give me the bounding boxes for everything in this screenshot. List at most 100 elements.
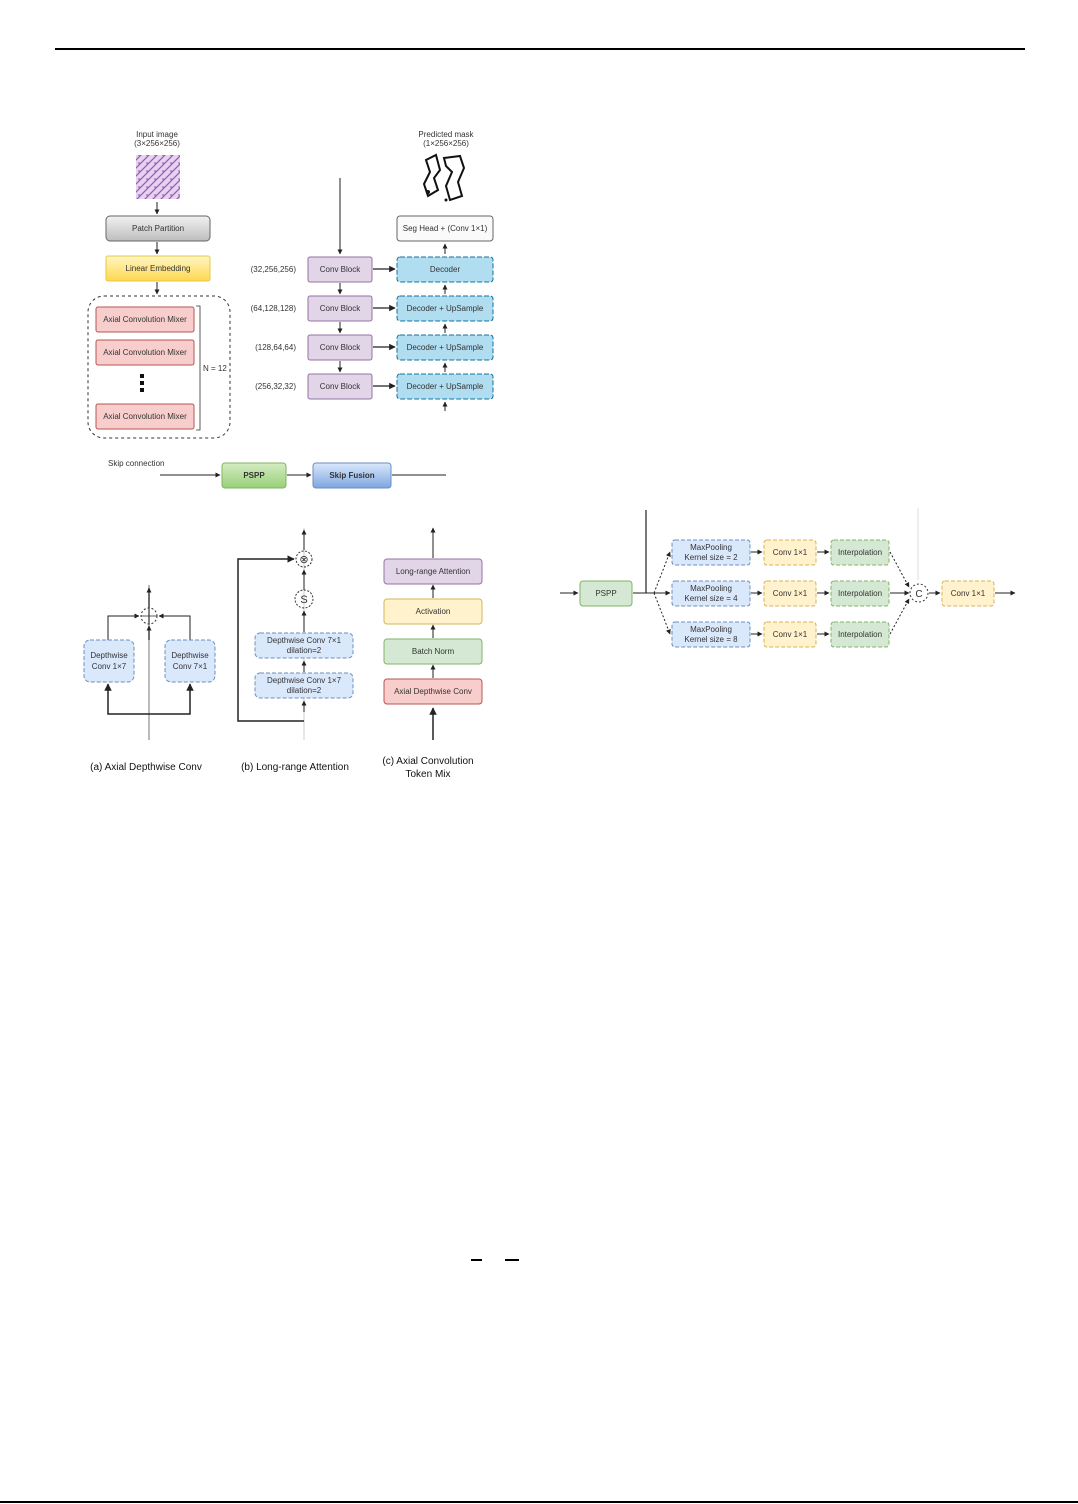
sigmoid-node-icon xyxy=(294,589,314,609)
axial-mixer-block-3 xyxy=(95,403,195,430)
branch-conv-label: Conv 1×1 xyxy=(773,548,808,557)
subfig-c-caption-line2: Token Mix xyxy=(405,769,450,780)
mixer-repeat-group xyxy=(87,295,231,439)
output-label-line2: (1×256×256) xyxy=(423,139,469,148)
depthwise-conv-7x1-line2: Conv 7×1 xyxy=(173,662,208,671)
axial-depthwise-conv-block xyxy=(383,678,483,705)
maxpool-label: MaxPooling xyxy=(690,584,732,593)
encoder-conv-label: Conv Block xyxy=(320,382,361,391)
architecture-figure: Input image (3×256×256) Patch Partition … xyxy=(83,130,1016,780)
equation-fraction-bar-1 xyxy=(471,1259,482,1261)
linear-embedding-block xyxy=(105,255,211,282)
encoder-conv-block xyxy=(307,256,373,283)
kernel-size-label: Kernel size = 8 xyxy=(684,635,738,644)
multiply-node-icon xyxy=(295,550,313,568)
encoder-shape-label: (256,32,32) xyxy=(255,382,296,391)
long-range-attention-block xyxy=(383,558,483,585)
encoder-conv-block xyxy=(307,373,373,400)
dilated-conv-7x1-line2: dilation=2 xyxy=(287,646,322,655)
patch-partition-block xyxy=(105,215,211,242)
kernel-size-label: Kernel size = 2 xyxy=(684,553,738,562)
maxpool-branch-block xyxy=(671,539,751,566)
skip-connection-label: Skip connection xyxy=(108,459,164,468)
skip-fusion-block xyxy=(312,462,392,489)
skip-fusion-label: Skip Fusion xyxy=(329,471,374,480)
subfig-c-caption-line1: (c) Axial Convolution xyxy=(382,756,473,767)
branch-conv-block xyxy=(763,580,817,607)
encoder-shape-label: (128,64,64) xyxy=(255,343,296,352)
maxpool-branch-block xyxy=(671,580,751,607)
kernel-size-label: Kernel size = 4 xyxy=(684,594,738,603)
encoder-shape-label: (32,256,256) xyxy=(251,265,297,274)
input-label-line2: (3×256×256) xyxy=(134,139,180,148)
decoder-label: Decoder + UpSample xyxy=(407,343,484,352)
maxpool-label: MaxPooling xyxy=(690,625,732,634)
interpolation-label: Interpolation xyxy=(838,548,882,557)
axial-depthwise-conv-block-label: Axial Depthwise Conv xyxy=(394,687,472,696)
decoder-label: Decoder + UpSample xyxy=(407,382,484,391)
interpolation-label: Interpolation xyxy=(838,589,882,598)
depthwise-conv-7x1-block xyxy=(164,639,216,683)
ellipsis-dots xyxy=(140,374,144,392)
encoder-conv-block xyxy=(307,334,373,361)
pspp-output-conv-block xyxy=(941,580,995,607)
decoder-block xyxy=(396,334,494,361)
axial-mixer-block-1 xyxy=(95,306,195,333)
subfig-long-range-attention: ⊗ S Depthwise Conv 7×1 dilation=2 Depthw… xyxy=(237,528,354,773)
pspp-input-label: PSPP xyxy=(595,589,616,598)
sigmoid-symbol: S xyxy=(300,594,307,606)
decoder-label: Decoder xyxy=(430,265,461,274)
encoder-column: (32,256,256) Conv Block (64,128,128) Conv B… xyxy=(251,256,396,400)
input-label-line1: Input image xyxy=(136,130,178,139)
activation-block xyxy=(383,598,483,625)
depthwise-conv-1x7-line1: Depthwise xyxy=(90,651,128,660)
multiply-symbol: ⊗ xyxy=(299,554,308,566)
dilated-conv-1x7-block xyxy=(254,672,354,699)
decoder-block xyxy=(396,256,494,283)
encoder-conv-label: Conv Block xyxy=(320,265,361,274)
axial-mixer-label-3: Axial Convolution Mixer xyxy=(103,412,187,421)
pspp-input-block xyxy=(579,580,633,607)
dilated-conv-7x1-line1: Depthwise Conv 7×1 xyxy=(267,636,342,645)
concat-symbol: C xyxy=(915,589,922,600)
repeat-label: N = 12 xyxy=(203,364,227,373)
seg-head-block xyxy=(396,215,494,242)
branch-conv-block xyxy=(763,539,817,566)
seg-head-label: Seg Head + (Conv 1×1) xyxy=(403,224,488,233)
axial-mixer-label-2: Axial Convolution Mixer xyxy=(103,348,187,357)
patch-partition-label: Patch Partition xyxy=(132,224,184,233)
subfig-axial-convolution-token-mix: (c) Axial Convolution Token Mix Long-ran… xyxy=(382,527,483,780)
maxpool-label: MaxPooling xyxy=(690,543,732,552)
subfig-b-caption: (b) Long-range Attention xyxy=(241,762,349,773)
footer-rule xyxy=(0,1501,1078,1503)
activation-block-label: Activation xyxy=(416,607,451,616)
encoder-conv-label: Conv Block xyxy=(320,343,361,352)
batch-norm-block xyxy=(383,638,483,665)
dilated-conv-1x7-line2: dilation=2 xyxy=(287,686,322,695)
subfig-a-caption: (a) Axial Depthwise Conv xyxy=(90,762,202,773)
input-image-thumbnail xyxy=(136,155,180,199)
subfig-axial-depthwise-conv: Depthwise Conv 1×7 Depthwise Conv 7×1 (a… xyxy=(83,585,216,773)
depthwise-conv-1x7-block xyxy=(83,639,135,683)
maxpool-branch-block xyxy=(671,621,751,648)
encoder-conv-label: Conv Block xyxy=(320,304,361,313)
dilated-conv-7x1-block xyxy=(254,632,354,659)
linear-embedding-label: Linear Embedding xyxy=(126,264,191,273)
branch-conv-label: Conv 1×1 xyxy=(773,589,808,598)
pspp-output-conv-label: Conv 1×1 xyxy=(951,589,986,598)
equation-fraction-bar-2 xyxy=(505,1259,519,1261)
long-range-attention-block-label: Long-range Attention xyxy=(396,567,470,576)
branch-conv-block xyxy=(763,621,817,648)
axial-mixer-label-1: Axial Convolution Mixer xyxy=(103,315,187,324)
concat-node-icon xyxy=(909,583,929,603)
decoder-block xyxy=(396,295,494,322)
depthwise-conv-7x1-line1: Depthwise xyxy=(171,651,209,660)
depthwise-conv-1x7-line2: Conv 1×7 xyxy=(92,662,127,671)
decoder-label: Decoder + UpSample xyxy=(407,304,484,313)
encoder-shape-label: (64,128,128) xyxy=(251,304,297,313)
axial-mixer-block-2 xyxy=(95,339,195,366)
branch-conv-label: Conv 1×1 xyxy=(773,630,808,639)
interpolation-block xyxy=(830,539,890,566)
